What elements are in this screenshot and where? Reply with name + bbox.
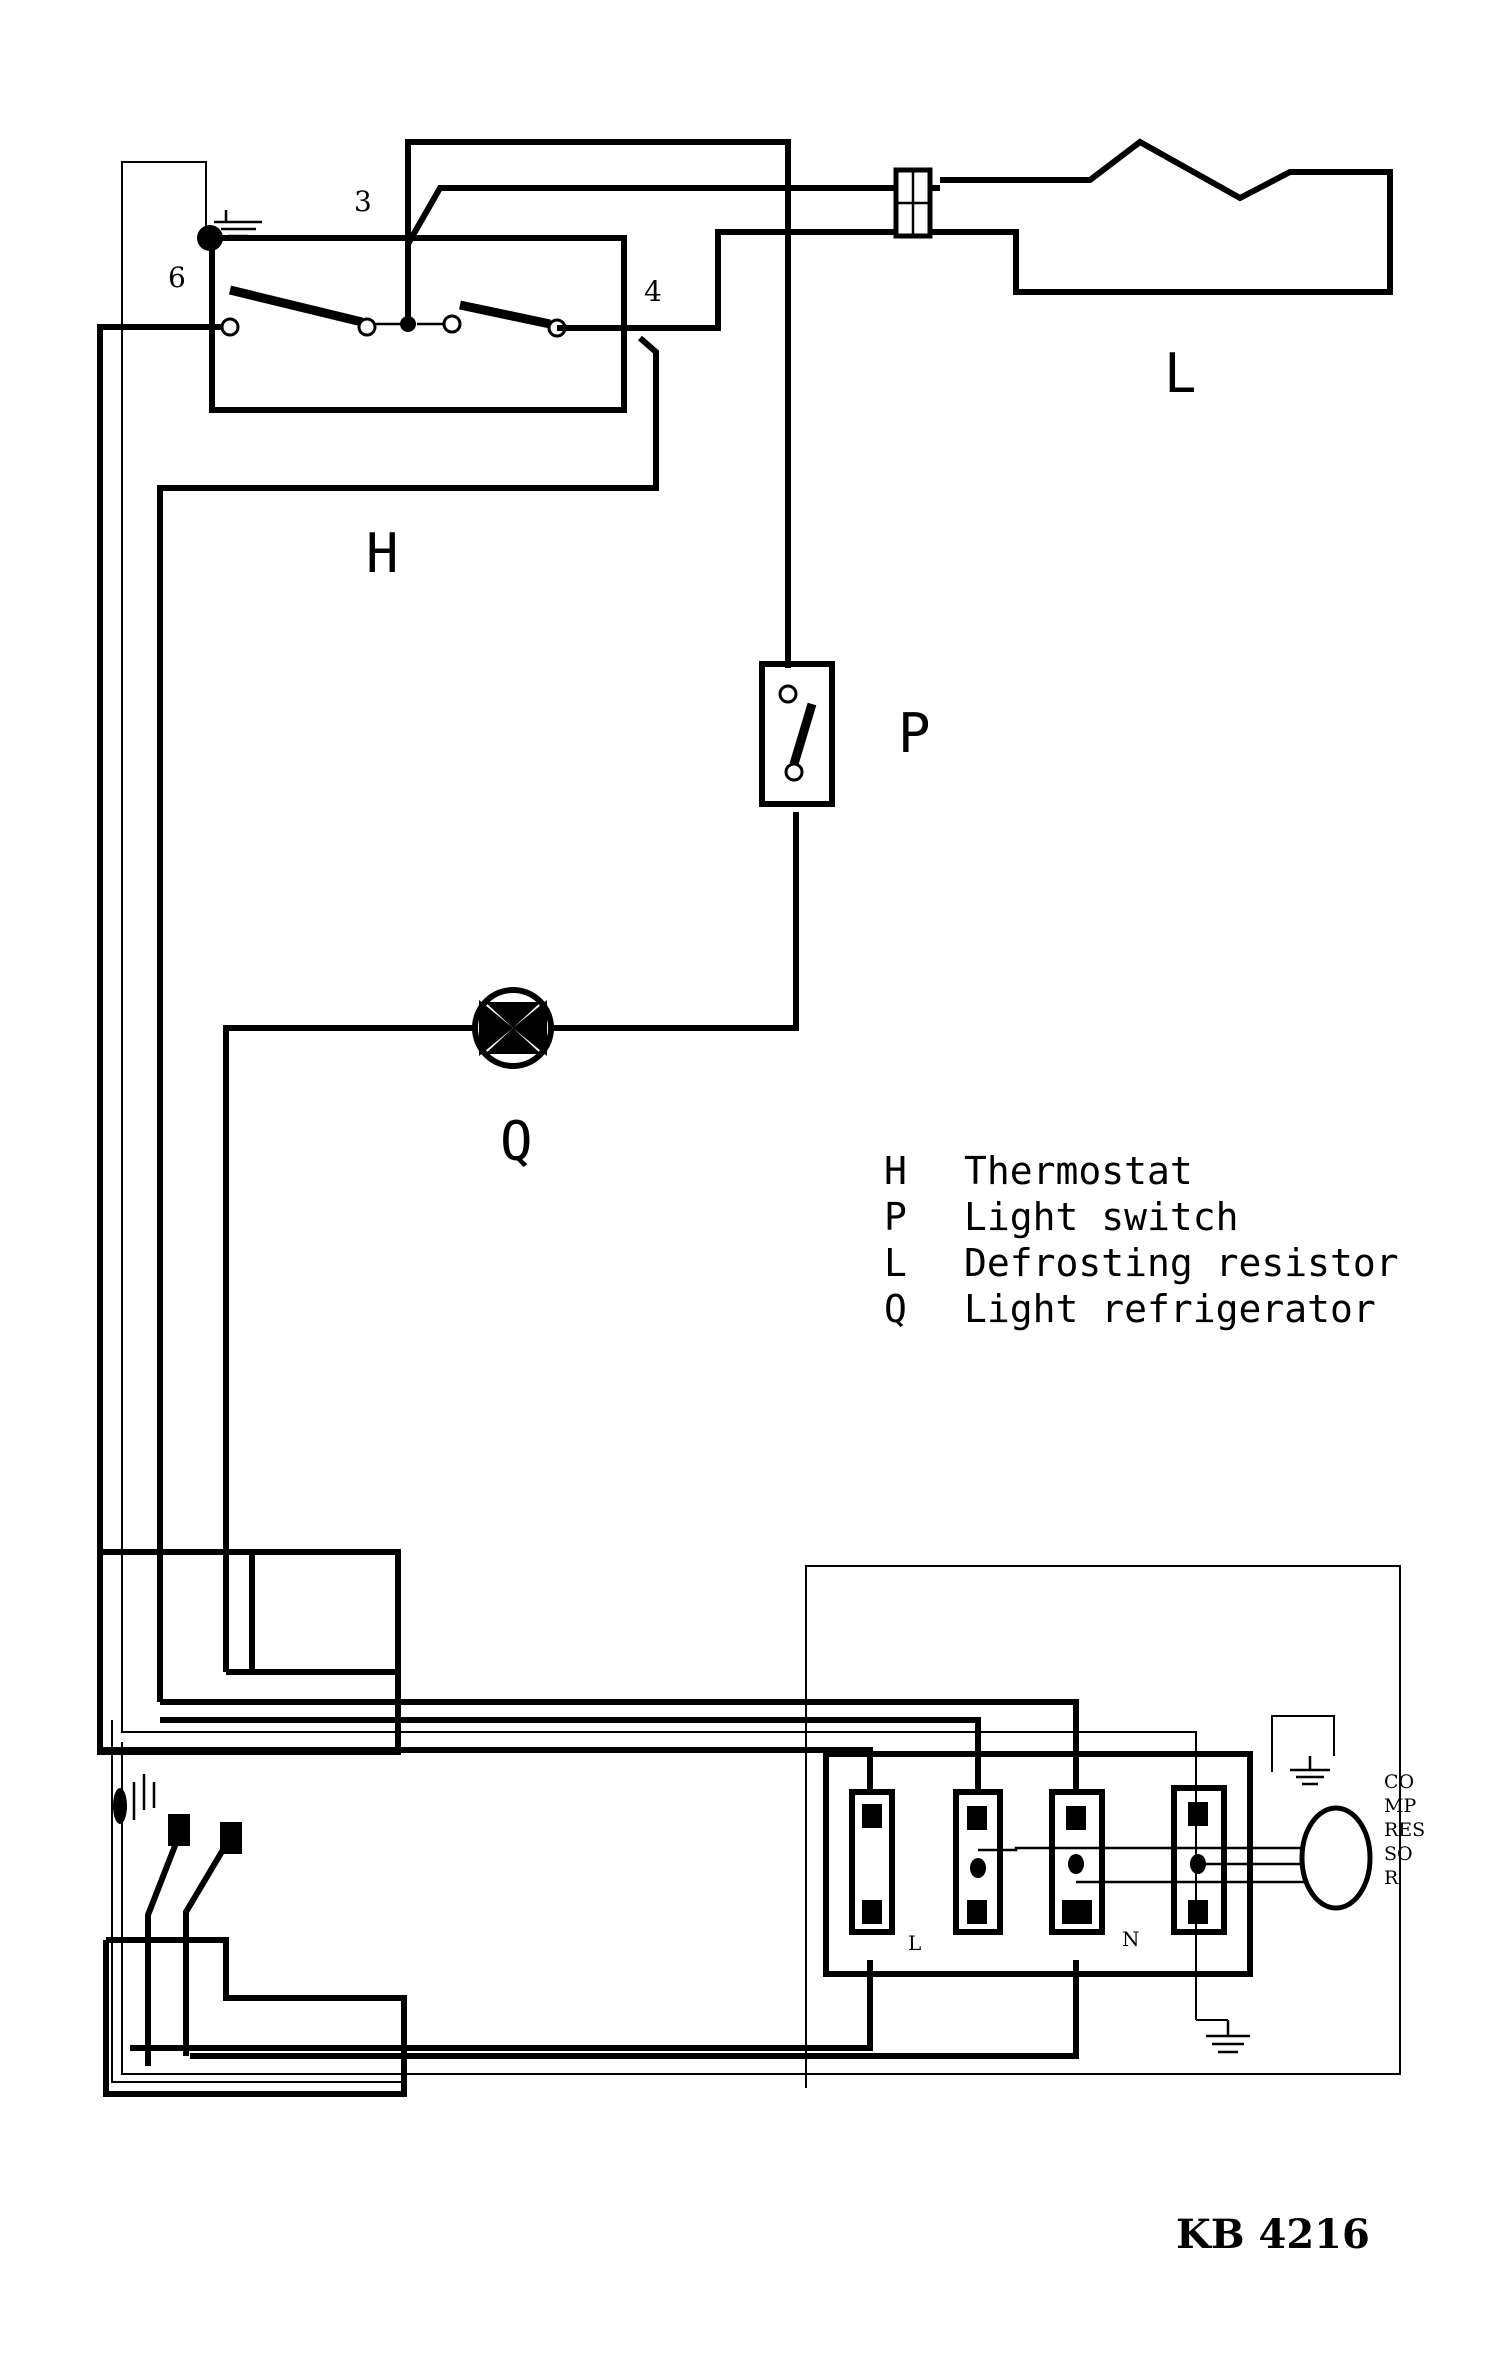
light-switch-p: P [759, 661, 931, 807]
compressor-label-line-5: R [1384, 1867, 1399, 1889]
compressor-label-line-3: RES [1384, 1819, 1425, 1841]
contact-6 [220, 317, 240, 337]
plug-earth-pin [113, 1788, 127, 1824]
compressor-label-line-1: CO [1384, 1771, 1414, 1793]
wire-q-down [223, 1025, 476, 1672]
wire-l-return [130, 1960, 873, 2051]
label-l: L [1164, 342, 1197, 405]
terminal-3-label: 3 [354, 185, 372, 218]
legend-key-h: H [884, 1149, 907, 1193]
legend-key-p: P [884, 1195, 907, 1239]
plug-pin-l [168, 1814, 190, 1846]
terminal-l-label: L [908, 1931, 921, 1955]
legend: H Thermostat P Light switch L Defrosting… [884, 1149, 1399, 1331]
wire-t3-to-resistor [405, 185, 900, 246]
cable-lower [103, 1937, 407, 2097]
compressor: CO MP RES SO R [1299, 1771, 1425, 1911]
wire-to-terminal-1 [100, 1747, 873, 1790]
switch-blade-1 [228, 285, 364, 327]
light-switch-housing [759, 661, 835, 807]
wire-t6-down [97, 324, 222, 1750]
legend-text-defrosting-resistor: Defrosting resistor [964, 1241, 1399, 1285]
defrost-resistor-l: L [893, 167, 1197, 405]
plug-pin-n [220, 1822, 242, 1854]
cable-upper [97, 1549, 401, 1755]
light-switch-blade [789, 702, 817, 766]
terminal-n-label: N [1122, 1927, 1140, 1951]
label-h: H [366, 522, 399, 585]
legend-key-q: Q [884, 1287, 907, 1331]
wire-to-terminal-2 [160, 1717, 981, 1790]
compressor-motor-icon [1299, 1805, 1373, 1911]
thermostat-h: 3 6 4 H [168, 185, 662, 585]
wires [97, 138, 1393, 2066]
earth-wires [111, 161, 1401, 2088]
switch-blade-2 [459, 300, 551, 329]
ground-icon-chassis [1196, 2019, 1250, 2054]
compressor-label-line-4: SO [1384, 1843, 1413, 1865]
ground-icon-compressor [1290, 1756, 1330, 1786]
wire-n-return [190, 1960, 1079, 2059]
legend-text-light-refrigerator: Light refrigerator [964, 1287, 1376, 1331]
mains-plug [113, 1774, 242, 1854]
terminal-block: L N [823, 1751, 1304, 1977]
legend-text-thermostat: Thermostat [964, 1149, 1193, 1193]
ground-icon [214, 210, 262, 238]
wire-defrost-resistor [557, 138, 1393, 331]
legend-text-light-switch: Light switch [964, 1195, 1239, 1239]
wire-to-terminal-3 [160, 1699, 1079, 1790]
wire-t4-down [157, 335, 659, 1702]
terminal-6-label: 6 [168, 261, 186, 294]
lamp-q: Q [472, 987, 554, 1173]
earth-node [197, 225, 223, 251]
wire-t3-to-p [405, 139, 791, 668]
compressor-label-line-2: MP [1384, 1795, 1416, 1817]
terminal-4-label: 4 [644, 275, 662, 308]
wire-p-to-q [550, 812, 799, 1031]
label-q: Q [500, 1110, 533, 1173]
label-p: P [898, 702, 931, 765]
legend-key-l: L [884, 1241, 907, 1285]
document-code: KB 4216 [1176, 2211, 1370, 2258]
